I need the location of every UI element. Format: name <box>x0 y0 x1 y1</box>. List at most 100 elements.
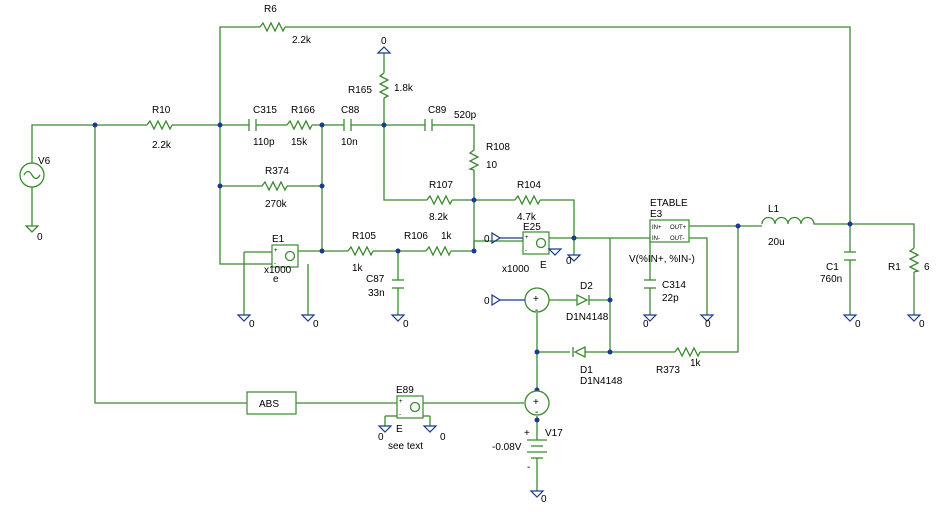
capacitor-C88[interactable]: C88 10n <box>341 105 360 148</box>
ground-label: 0 <box>566 256 572 267</box>
V6-ref: V6 <box>38 156 51 167</box>
resistor-R166[interactable]: R166 15k <box>286 105 315 148</box>
R374-value: 270k <box>265 199 288 210</box>
C87-value: 33n <box>368 288 385 299</box>
R166-value: 15k <box>291 137 308 148</box>
E3-expression: V(%IN+, %IN-) <box>629 254 695 265</box>
resistor-R106[interactable]: R106 1k <box>404 231 453 257</box>
R107-value: 8.2k <box>429 212 449 223</box>
battery-V17[interactable]: + - V17 -0.08V <box>492 428 563 473</box>
E25-minus-pin: - <box>525 248 527 254</box>
capacitor-C315[interactable]: C315 110p <box>248 105 277 148</box>
C89-ref: C89 <box>428 105 447 116</box>
capacitor-C1[interactable]: C1 760n <box>820 251 856 285</box>
ground-icon: 0 <box>390 314 409 330</box>
abs-label: ABS <box>259 399 279 410</box>
R6-value: 2.2k <box>292 35 312 46</box>
resistor-R104[interactable]: R104 4.7k <box>514 180 541 223</box>
diode-D1[interactable]: D1 D1N4148 <box>572 345 623 387</box>
C314-ref: C314 <box>662 280 686 291</box>
diode-D2[interactable]: D2 D1N4148 <box>566 281 609 323</box>
current-source-upper[interactable]: + - 0 <box>484 287 550 316</box>
C1-value: 760n <box>820 274 842 285</box>
R107-ref: R107 <box>429 180 453 191</box>
D1-ref: D1 <box>580 365 593 376</box>
resistor-R6[interactable]: R6 2.2k <box>259 4 312 46</box>
R10-value: 2.2k <box>152 140 172 151</box>
E3-in-minus: IN- <box>652 236 660 242</box>
E89-minus-pin: - <box>399 412 401 418</box>
E1-type: e <box>273 274 279 285</box>
capacitor-C314[interactable]: C314 22p <box>644 279 686 304</box>
R165-ref: R165 <box>348 85 372 96</box>
vcvs-E89[interactable]: + - E89 E see text <box>385 385 430 452</box>
abs-block[interactable]: ABS <box>246 391 297 415</box>
resistor-R105[interactable]: R105 1k <box>347 231 376 274</box>
ground-icon: 0 <box>422 425 446 443</box>
resistor-R107[interactable]: R107 8.2k <box>426 180 453 223</box>
V17-ref: V17 <box>545 428 563 439</box>
capacitor-C89[interactable]: C89 520p <box>424 105 477 131</box>
E89-type: E <box>396 424 403 435</box>
E3-in-plus: IN+ <box>652 225 662 231</box>
R105-value: 1k <box>352 263 364 274</box>
resistor-R108[interactable]: R108 10 <box>468 142 510 171</box>
C88-value: 10n <box>341 137 358 148</box>
upper-src-plus: + <box>533 294 539 305</box>
R108-ref: R108 <box>486 142 510 153</box>
E89-plus-pin: + <box>399 399 403 405</box>
C314-value: 22p <box>662 293 679 304</box>
upper-src-gnd-label: 0 <box>484 296 490 307</box>
vcvs-E25[interactable]: + - E25 x1000 E 0 <box>484 222 563 275</box>
resistor-R374[interactable]: R374 270k <box>261 166 289 210</box>
R374-ref: R374 <box>265 166 289 177</box>
ground-label: 0 <box>37 232 43 243</box>
junction-dots <box>92 122 853 423</box>
ground-label: 0 <box>249 319 255 330</box>
ground-symbols: 0 0 0 0 0 0 0 0 <box>24 36 925 505</box>
ground-label: 0 <box>643 319 649 330</box>
R166-ref: R166 <box>291 105 315 116</box>
ground-icon: 0 <box>377 425 393 443</box>
C315-ref: C315 <box>253 105 277 116</box>
R10-ref: R10 <box>152 105 171 116</box>
R6-ref: R6 <box>264 4 277 15</box>
upper-src-minus: - <box>535 305 538 316</box>
L1-ref: L1 <box>768 204 780 215</box>
ground-label: 0 <box>919 319 925 330</box>
resistor-R1[interactable]: R1 6 <box>888 247 930 273</box>
R106-value: 1k <box>441 231 453 242</box>
resistor-R10[interactable]: R10 2.2k <box>146 105 173 151</box>
inductor-L1[interactable]: L1 20u <box>761 204 815 248</box>
E89-note: see text <box>388 441 423 452</box>
R165-value: 1.8k <box>394 83 414 94</box>
R373-ref: R373 <box>656 365 680 376</box>
capacitor-C87[interactable]: C87 33n <box>366 274 404 299</box>
ground-icon: 0 <box>699 314 715 330</box>
vcvs-E1[interactable]: + - E1 x1000 e <box>244 234 299 285</box>
D1-model: D1N4148 <box>580 376 623 387</box>
ground-icon: 0 <box>566 254 582 267</box>
ground-icon: 0 <box>906 314 925 330</box>
E25-ref: E25 <box>523 222 541 233</box>
ground-label: 0 <box>381 36 387 47</box>
resistor-R373[interactable]: R373 1k <box>656 346 702 376</box>
ground-label: 0 <box>403 319 409 330</box>
ground-icon: 0 <box>642 314 658 330</box>
R106-ref: R106 <box>404 231 428 242</box>
L1-value: 20u <box>768 237 785 248</box>
ground-label: 0 <box>313 319 319 330</box>
current-source-lower[interactable]: + - <box>524 390 550 418</box>
lower-src-plus: + <box>533 397 539 408</box>
R108-value: 10 <box>486 160 498 171</box>
etable-E3[interactable]: IN+ IN- OUT+ OUT- ETABLE E3 V(%IN+, %IN-… <box>629 198 695 265</box>
R104-value: 4.7k <box>517 212 537 223</box>
source-V6[interactable]: V6 <box>19 156 51 188</box>
ground-icon: 0 <box>236 314 255 330</box>
E1-ref: E1 <box>272 234 285 245</box>
V17-plus: + <box>524 428 530 439</box>
resistor-R165[interactable]: R165 1.8k <box>348 72 414 99</box>
ground-icon: 0 <box>24 225 43 243</box>
